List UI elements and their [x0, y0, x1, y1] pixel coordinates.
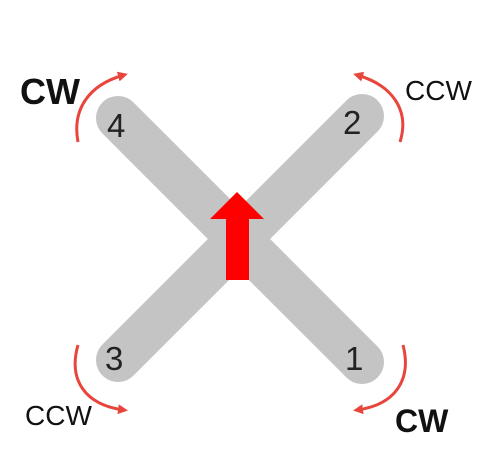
motor-1-rotation-arrow-icon — [353, 344, 407, 415]
forward-arrow-icon — [210, 192, 264, 280]
motor-1-number: 1 — [345, 340, 363, 377]
motor-4-number: 4 — [107, 107, 125, 144]
motor-4-rotation-arrow-icon — [75, 71, 128, 143]
motor-3-direction-label: CCW — [25, 400, 92, 431]
motor-2-rotation-arrow-icon — [353, 71, 405, 143]
motor-2-direction-label: CCW — [405, 75, 472, 106]
motor-1-direction-label: CW — [395, 403, 449, 439]
motor-4-direction-label: CW — [20, 71, 80, 112]
motor-3-number: 3 — [105, 340, 123, 377]
motor-2-number: 2 — [343, 104, 361, 141]
motor-3-rotation-arrow-icon — [73, 344, 128, 415]
